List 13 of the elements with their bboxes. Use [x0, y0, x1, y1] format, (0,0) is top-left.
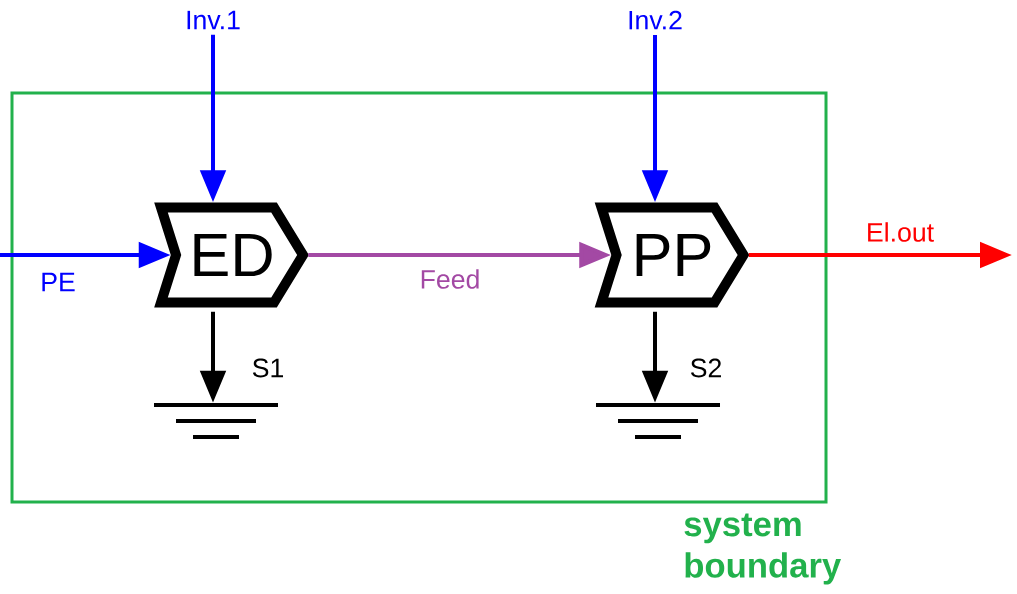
system-boundary-box	[10, 91, 828, 504]
ground-symbol	[154, 403, 278, 439]
boundary-label: system boundary	[684, 513, 842, 585]
edge-label: El.out	[868, 222, 934, 242]
edge-label: Feed	[421, 269, 479, 289]
process-chevron: PP	[594, 202, 750, 308]
edge-label: S2	[690, 358, 721, 378]
input-label: Inv.2	[629, 10, 682, 30]
edge-label: PE	[42, 272, 75, 292]
process-chevron: ED	[154, 202, 309, 308]
input-label: Inv.1	[187, 10, 240, 30]
edge-label: S1	[252, 358, 283, 378]
ground-symbol	[596, 403, 720, 439]
